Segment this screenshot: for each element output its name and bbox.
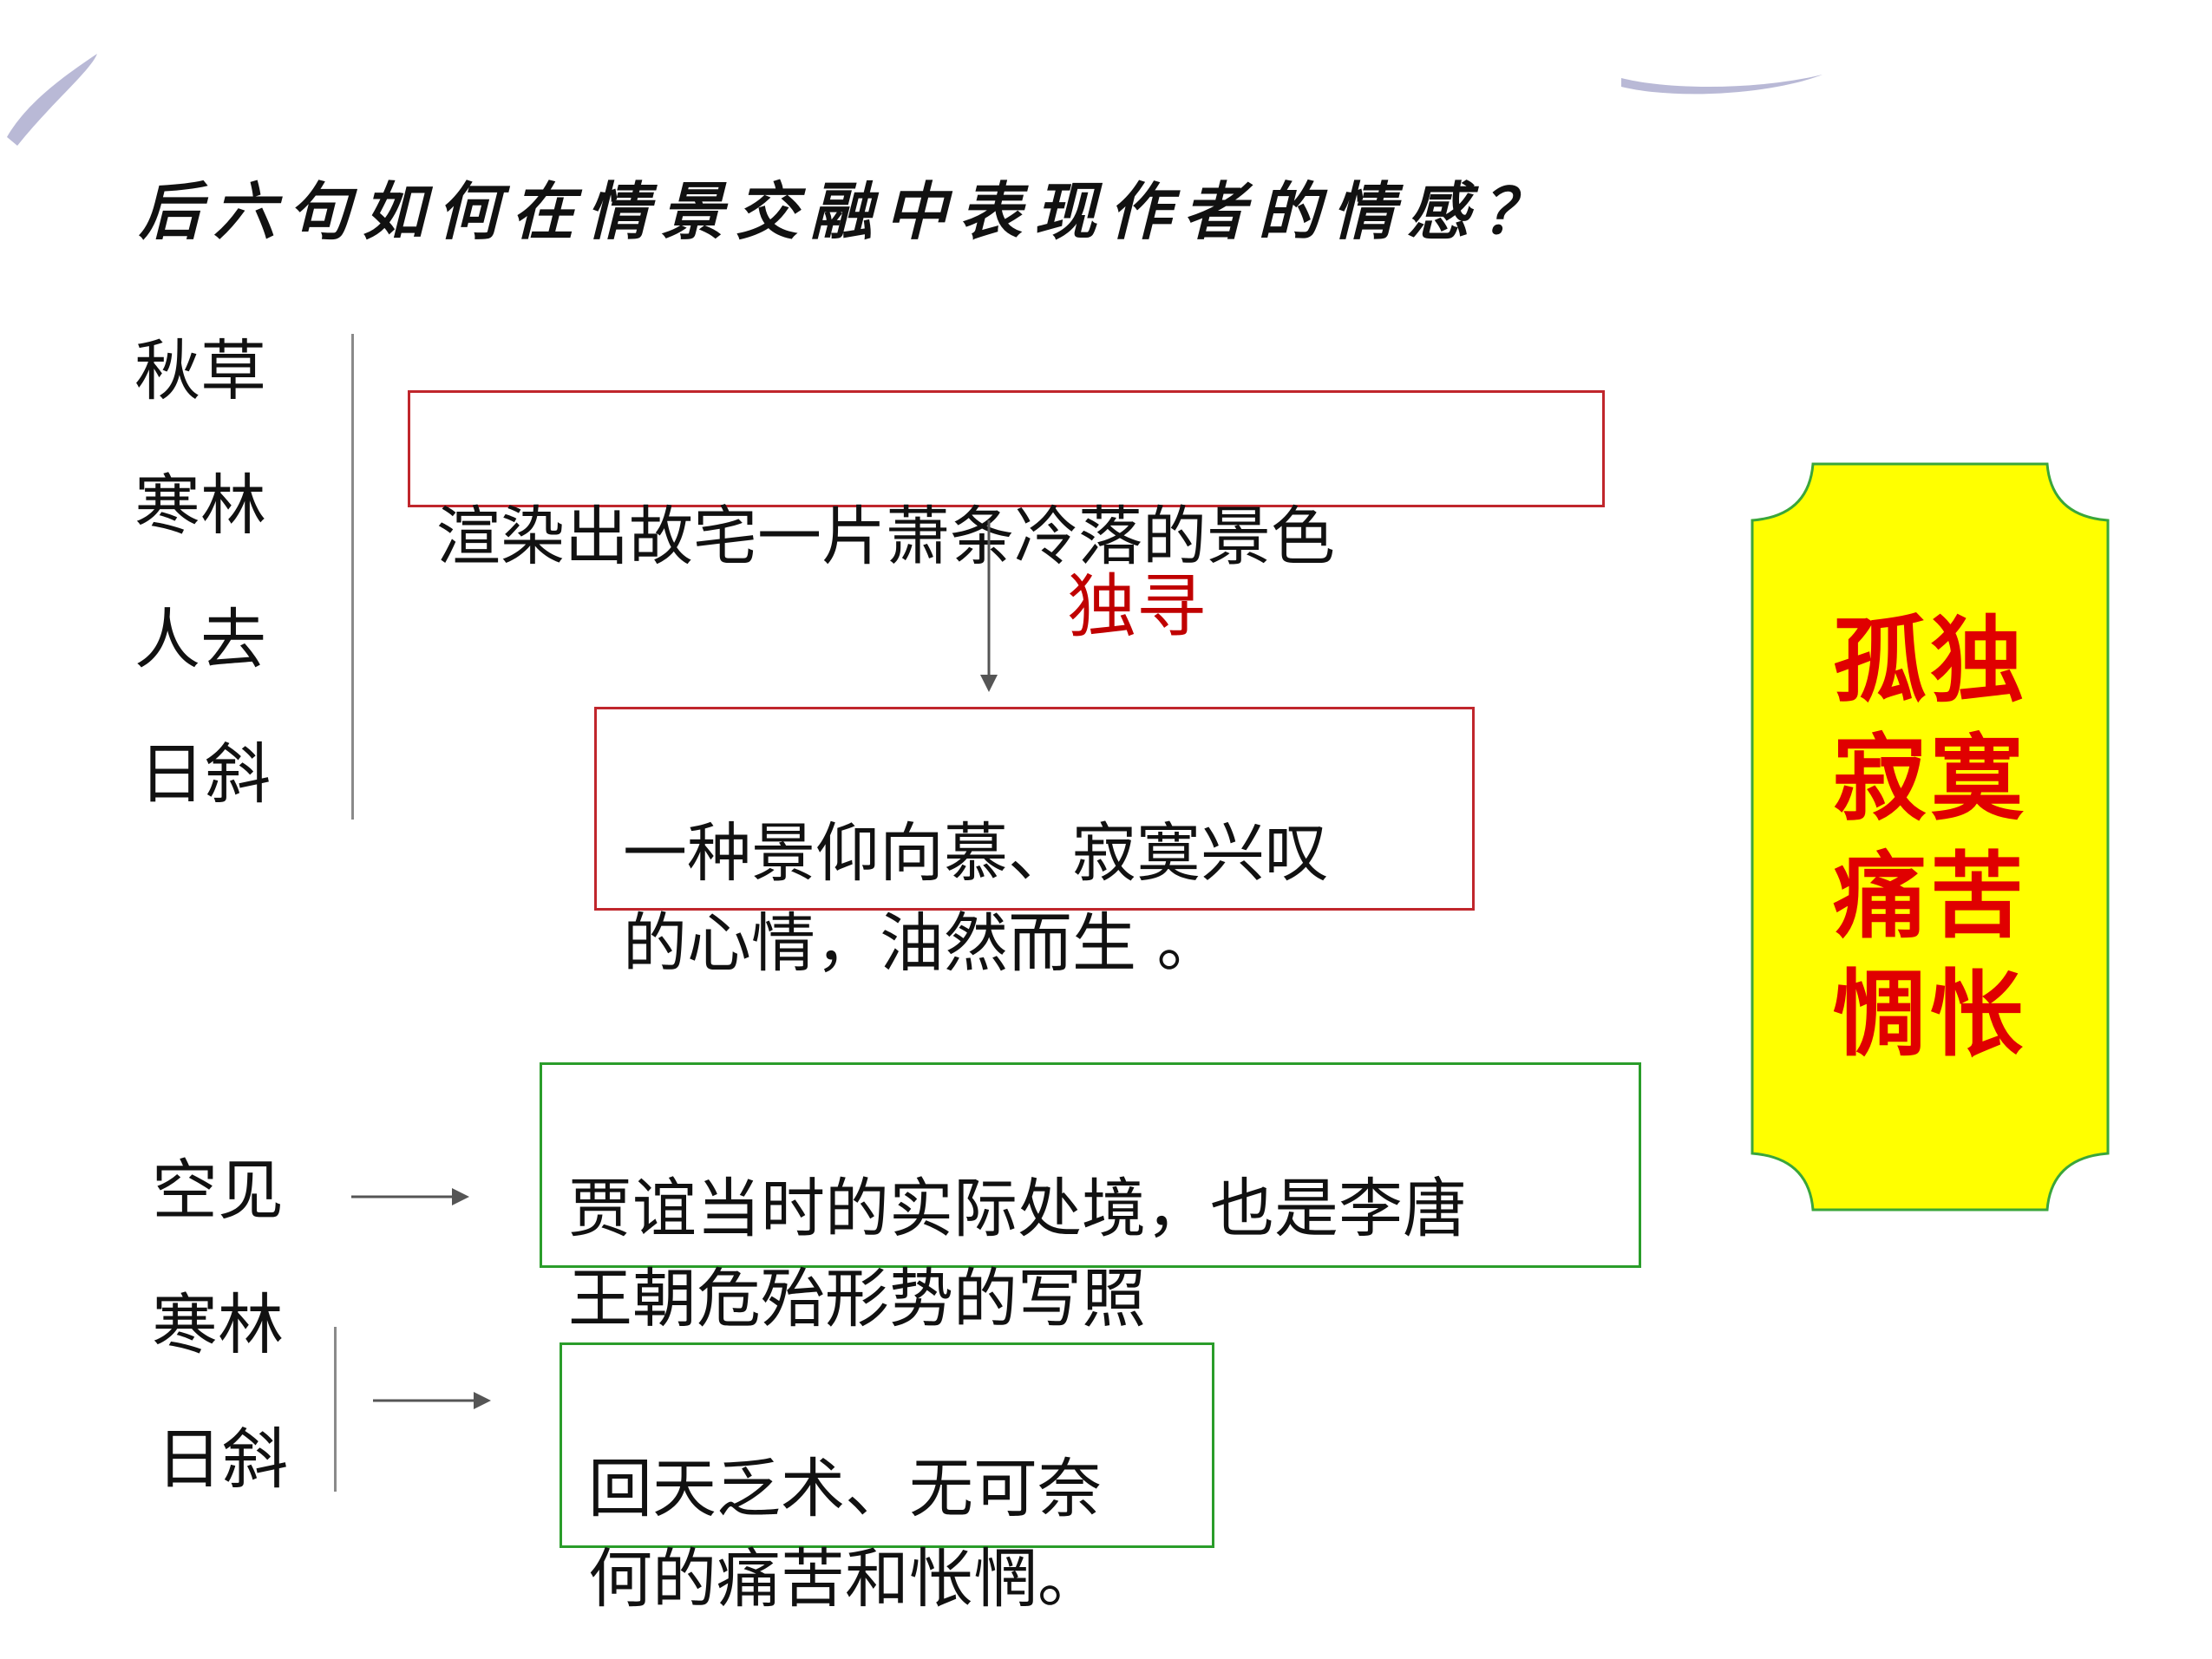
emotion-shape: [1751, 462, 2110, 1212]
box-situation-text: 贾谊当时的实际处境，也是李唐 王朝危殆形势的写照: [568, 1172, 1467, 1336]
page-title: 后六句如何在情景交融中表现作者的情感？: [139, 174, 1557, 248]
bracket-line-top: [351, 334, 354, 820]
word-qiucao: 秋草: [134, 332, 266, 409]
box-helplessness: 回天乏术、无可奈 何的痛苦和怅惘。: [560, 1342, 1214, 1617]
decorative-stroke-left: [7, 54, 97, 146]
word-rixie-2: 日斜: [156, 1421, 288, 1498]
word-renqu: 人去: [134, 601, 266, 678]
emotion-box: 孤独 寂寞 痛苦 惆怅: [1752, 464, 2108, 1210]
decorative-stroke-right: [1621, 75, 1823, 95]
word-hanlin-2: 寒林: [152, 1286, 284, 1363]
box-helplessness-text: 回天乏术、无可奈 何的痛苦和怅惘。: [588, 1452, 1102, 1617]
box-feeling: 一种景仰向慕、寂寞兴叹 的心情，油然而生 。: [594, 707, 1475, 981]
arrow-right-1: [351, 1188, 469, 1205]
arrow-right-2: [373, 1392, 491, 1409]
emotion-text: 孤独 寂寞 痛苦 惆怅: [1832, 607, 2027, 1069]
word-hanlin: 寒林: [134, 467, 266, 544]
bracket-line-bottom: [334, 1327, 337, 1492]
box-scenery: 渲染出故宅一片萧条冷落的景色: [408, 390, 1605, 574]
arrow-down: [980, 520, 998, 692]
box-feeling-text: 一种景仰向慕、寂寞兴叹 的心情，油然而生 。: [623, 816, 1329, 981]
box-scenery-text: 渲染出故宅一片萧条冷落的景色: [436, 500, 1335, 574]
word-rixie: 日斜: [139, 735, 271, 813]
box-situation: 贾谊当时的实际处境，也是李唐 王朝危殆形势的写照: [540, 1062, 1641, 1336]
word-kongjian: 空见: [152, 1152, 284, 1229]
arrow-label: 独寻: [1067, 566, 1206, 647]
